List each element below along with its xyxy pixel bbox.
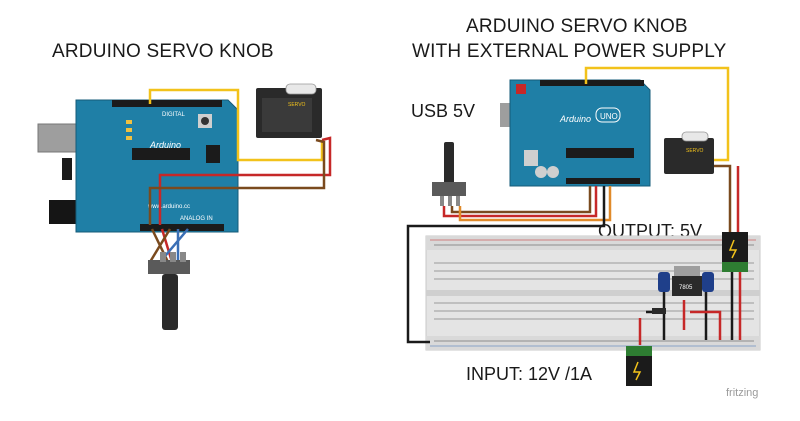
left-arduino-board-icon: Arduino www.arduino.cc DIGITAL ANALOG IN	[37, 99, 239, 233]
right-potentiometer-icon	[432, 142, 466, 206]
right-board-uno: UNO	[600, 112, 618, 121]
breadboard-icon	[425, 235, 761, 351]
fritzing-watermark: fritzing	[726, 387, 759, 399]
left-board-digital-label: DIGITAL	[162, 112, 186, 118]
capacitor-icon	[652, 272, 714, 314]
left-diagram-title: ARDUINO SERVO KNOB	[52, 41, 274, 62]
left-board-url: www.arduino.cc	[147, 204, 190, 210]
right-board-brand: Arduino	[559, 114, 591, 124]
right-wires	[406, 66, 742, 345]
left-board-brand: Arduino	[149, 140, 181, 150]
left-board-analog-label: ANALOG IN	[180, 216, 213, 222]
input-power-jack-icon	[626, 346, 652, 386]
right-servo-label: SERVO	[686, 148, 704, 154]
left-servo-motor-icon: SERVO	[256, 83, 322, 138]
voltage-regulator-icon: 7805	[672, 266, 702, 296]
input-voltage-label: INPUT: 12V /1A	[466, 364, 593, 384]
right-servo-motor-icon: SERVO	[664, 131, 714, 174]
left-potentiometer-icon	[148, 252, 190, 330]
right-diagram-title-line2: WITH EXTERNAL POWER SUPPLY	[412, 41, 727, 62]
usb-power-label: USB 5V	[411, 101, 476, 121]
output-power-jack-icon	[722, 232, 748, 272]
right-diagram-title-line1: ARDUINO SERVO KNOB	[466, 16, 688, 37]
right-arduino-uno-board-icon: Arduino UNO	[500, 79, 651, 187]
regulator-label: 7805	[679, 285, 693, 291]
left-servo-label: SERVO	[288, 102, 306, 108]
